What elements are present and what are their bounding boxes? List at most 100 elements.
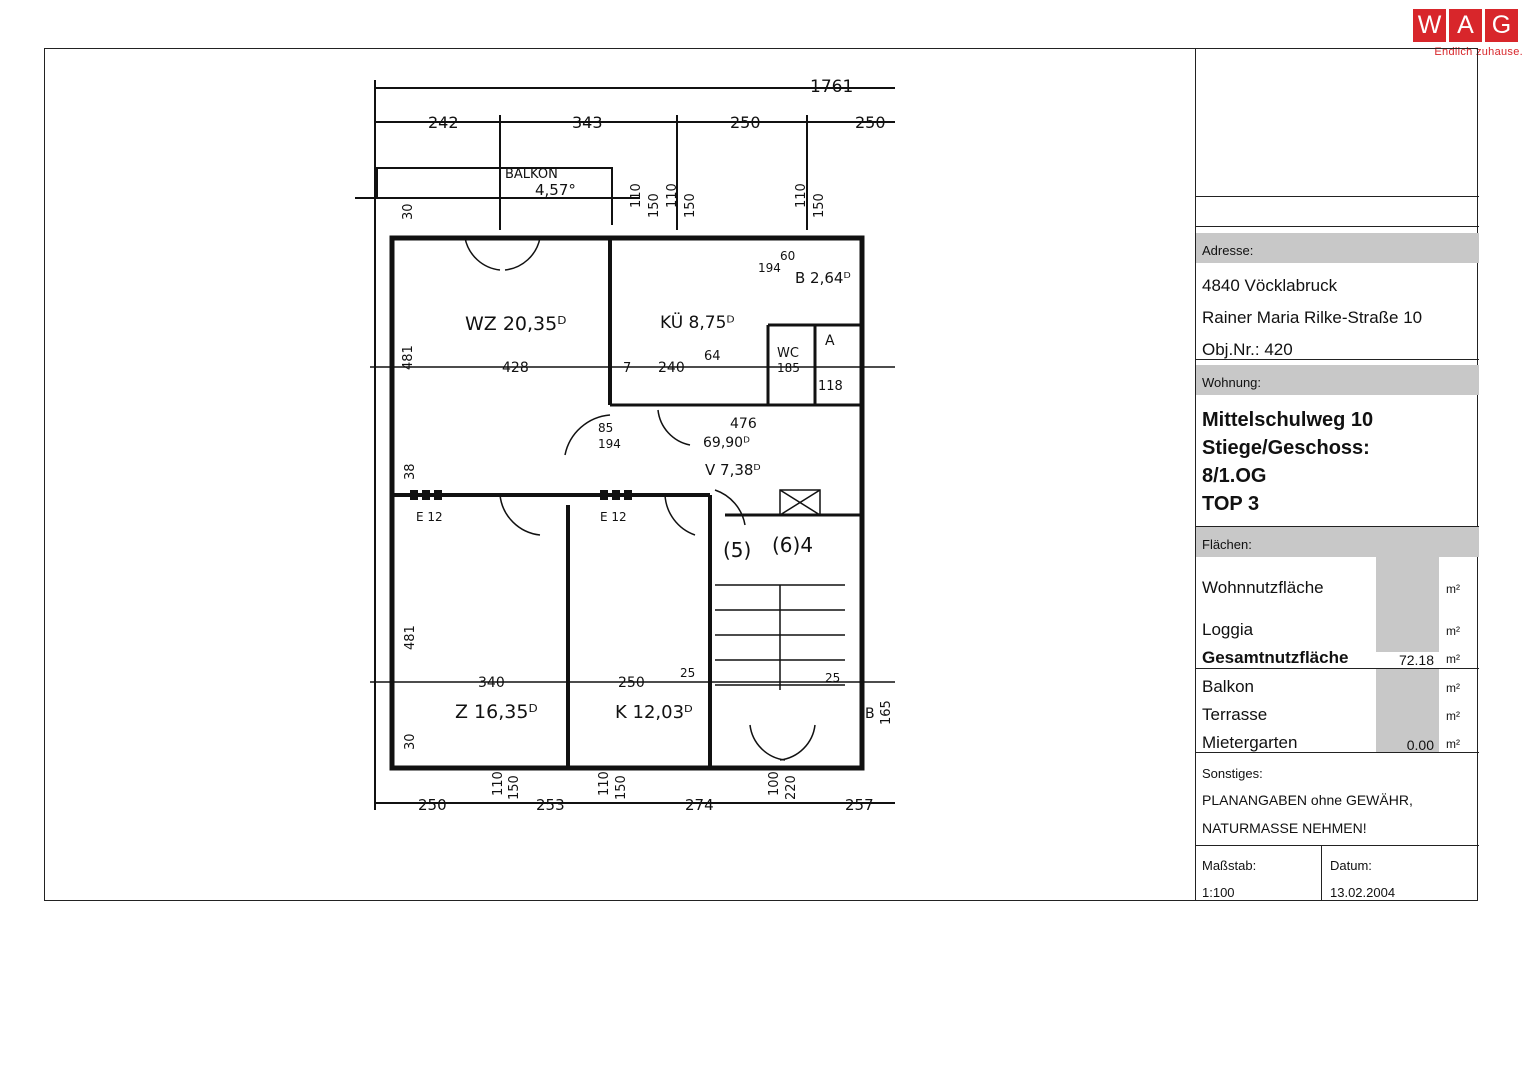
dim-window-4b: 150 [507, 775, 522, 800]
dim-window-2a: 110 [665, 183, 680, 208]
dim-door-bad-a: 60 [780, 249, 795, 263]
dim-k-width: 250 [618, 675, 645, 691]
divider [1196, 196, 1479, 197]
plan-frame [44, 48, 1478, 901]
datum-label: Datum: [1330, 858, 1372, 873]
massstab-value: 1:100 [1202, 885, 1235, 900]
room-vorraum: V 7,38ᴰ [705, 461, 761, 479]
dim-window-4a: 110 [491, 771, 506, 796]
dim-small-25a: 25 [680, 666, 695, 680]
address-street: Rainer Maria Rilke-Straße 10 [1202, 308, 1423, 327]
divider [1196, 359, 1479, 360]
floor-plan: 1761 242 343 250 250 BALKON 4,57° WZ 20,… [340, 70, 900, 820]
wohnung-header: Wohnung: [1196, 365, 1479, 395]
dim-window-1a: 110 [629, 183, 644, 208]
object-number: Obj.Nr.: 420 [1202, 340, 1293, 359]
room-kueche: KÜ 8,75ᴰ [660, 311, 735, 333]
dim-kue-width: 240 [658, 360, 685, 376]
flaeche-balkon-label: Balkon [1202, 677, 1254, 696]
dim-door-wz-a: 85 [598, 421, 613, 435]
dim-small-25b: 25 [825, 671, 840, 685]
wohnung-street: Mittelschulweg 10 [1202, 409, 1374, 431]
logo-letter-w: W [1413, 9, 1446, 42]
flaeche-wohnnutzflaeche-unit: m² [1446, 582, 1460, 596]
room-balkon: BALKON [505, 167, 558, 182]
dim-flur-width: 476 [730, 416, 757, 432]
room-total-area: 69,90ᴰ [703, 435, 750, 451]
sonstiges-label: Sonstiges: [1202, 766, 1263, 781]
flaeche-wohnnutzflaeche-label: Wohnnutzfläche [1202, 578, 1324, 597]
logo-letter-g: G [1485, 9, 1518, 42]
dim-top-2: 343 [572, 113, 603, 132]
room-wohnzimmer: WZ 20,35ᴰ [465, 313, 566, 335]
flaeche-balkon-unit: m² [1446, 681, 1460, 695]
logo-letters: W A G [1413, 9, 1523, 42]
wohnung-stiege-label: Stiege/Geschoss: [1202, 437, 1370, 459]
flaechen-header: Flächen: [1196, 527, 1479, 557]
dim-window-5a: 110 [597, 771, 612, 796]
dim-bottom-1: 250 [418, 796, 447, 814]
dim-window-3b: 150 [812, 193, 827, 218]
floor-plan-drawing: 1761 242 343 250 250 BALKON 4,57° WZ 20,… [355, 77, 895, 814]
dim-parapet-bottom: 30 [403, 733, 418, 750]
wohnung-stiege-value: 8/1.OG [1202, 465, 1267, 487]
dim-wc-185: 185 [777, 361, 800, 375]
dim-door-wz-b: 194 [598, 437, 621, 451]
divider [1196, 752, 1479, 753]
stair-label-5: (5) [723, 538, 751, 562]
address-city: 4840 Vöcklabruck [1202, 276, 1338, 295]
flaechen-value-column-bottom [1376, 669, 1439, 752]
dim-bottom-2: 253 [536, 796, 565, 814]
dim-top-3: 250 [730, 113, 761, 132]
stair-label-6: (6)4 [772, 533, 813, 557]
title-block: Adresse: 4840 Vöcklabruck Rainer Maria R… [1195, 48, 1479, 901]
wohnung-details: Mittelschulweg 10 Stiege/Geschoss: 8/1.O… [1196, 406, 1479, 518]
dim-z-width: 340 [478, 675, 505, 691]
dim-window-3a: 110 [794, 183, 809, 208]
dim-z-height: 481 [403, 625, 418, 650]
room-abstell: A [825, 333, 835, 349]
wohnung-top: TOP 3 [1202, 493, 1260, 515]
dim-door-a: 100 [767, 771, 782, 796]
wag-logo: W A G Endlich zuhause. [1413, 9, 1523, 61]
room-wc: WC [777, 346, 799, 361]
divider [1196, 845, 1479, 846]
dim-window-5b: 150 [614, 775, 629, 800]
adresse-header: Adresse: [1196, 233, 1479, 263]
flaeche-mietergarten-label: Mietergarten [1202, 733, 1298, 752]
label-e12-left: E 12 [416, 510, 443, 524]
room-bad: B 2,64ᴰ [795, 269, 851, 287]
dim-wz-width: 428 [502, 360, 529, 376]
room-kabinett: K 12,03ᴰ [615, 702, 693, 723]
room-balkon-area: 4,57° [535, 181, 576, 199]
sonstiges-note-1: PLANANGABEN ohne GEWÄHR, [1202, 792, 1413, 808]
flaeche-loggia-label: Loggia [1202, 620, 1254, 639]
dim-window-2b: 150 [683, 193, 698, 218]
massstab-label: Maßstab: [1202, 858, 1257, 873]
dim-side-165: 165 [879, 700, 894, 725]
divider-vertical [1321, 845, 1322, 901]
dim-bottom-4: 257 [845, 796, 874, 814]
dim-small-7: 7 [623, 361, 631, 376]
datum-value: 13.02.2004 [1330, 885, 1396, 900]
room-zimmer: Z 16,35ᴰ [455, 701, 538, 723]
divider [1196, 226, 1479, 227]
divider [1196, 526, 1479, 527]
flaechen-value-column-top [1376, 557, 1439, 652]
dim-window-1b: 150 [647, 193, 662, 218]
sonstiges-note-2: NATURMASSE NEHMEN! [1202, 820, 1367, 836]
flaeche-terrasse-label: Terrasse [1202, 705, 1268, 724]
dim-door-b: 220 [784, 775, 799, 800]
label-e12-right: E 12 [600, 510, 627, 524]
flaeche-mietergarten-value: 0.00 [1406, 737, 1434, 753]
dim-top-4: 250 [855, 113, 886, 132]
dim-total-width: 1761 [810, 77, 853, 97]
divider [1196, 668, 1479, 669]
flaeche-loggia-unit: m² [1446, 624, 1460, 638]
logo-letter-a: A [1449, 9, 1482, 42]
flaeche-gesamt-unit: m² [1446, 652, 1460, 666]
dim-small-64: 64 [704, 349, 721, 364]
room-b-bottom: B [865, 706, 875, 722]
dim-abstell-118: 118 [818, 379, 843, 394]
dim-wz-height: 481 [401, 345, 416, 370]
